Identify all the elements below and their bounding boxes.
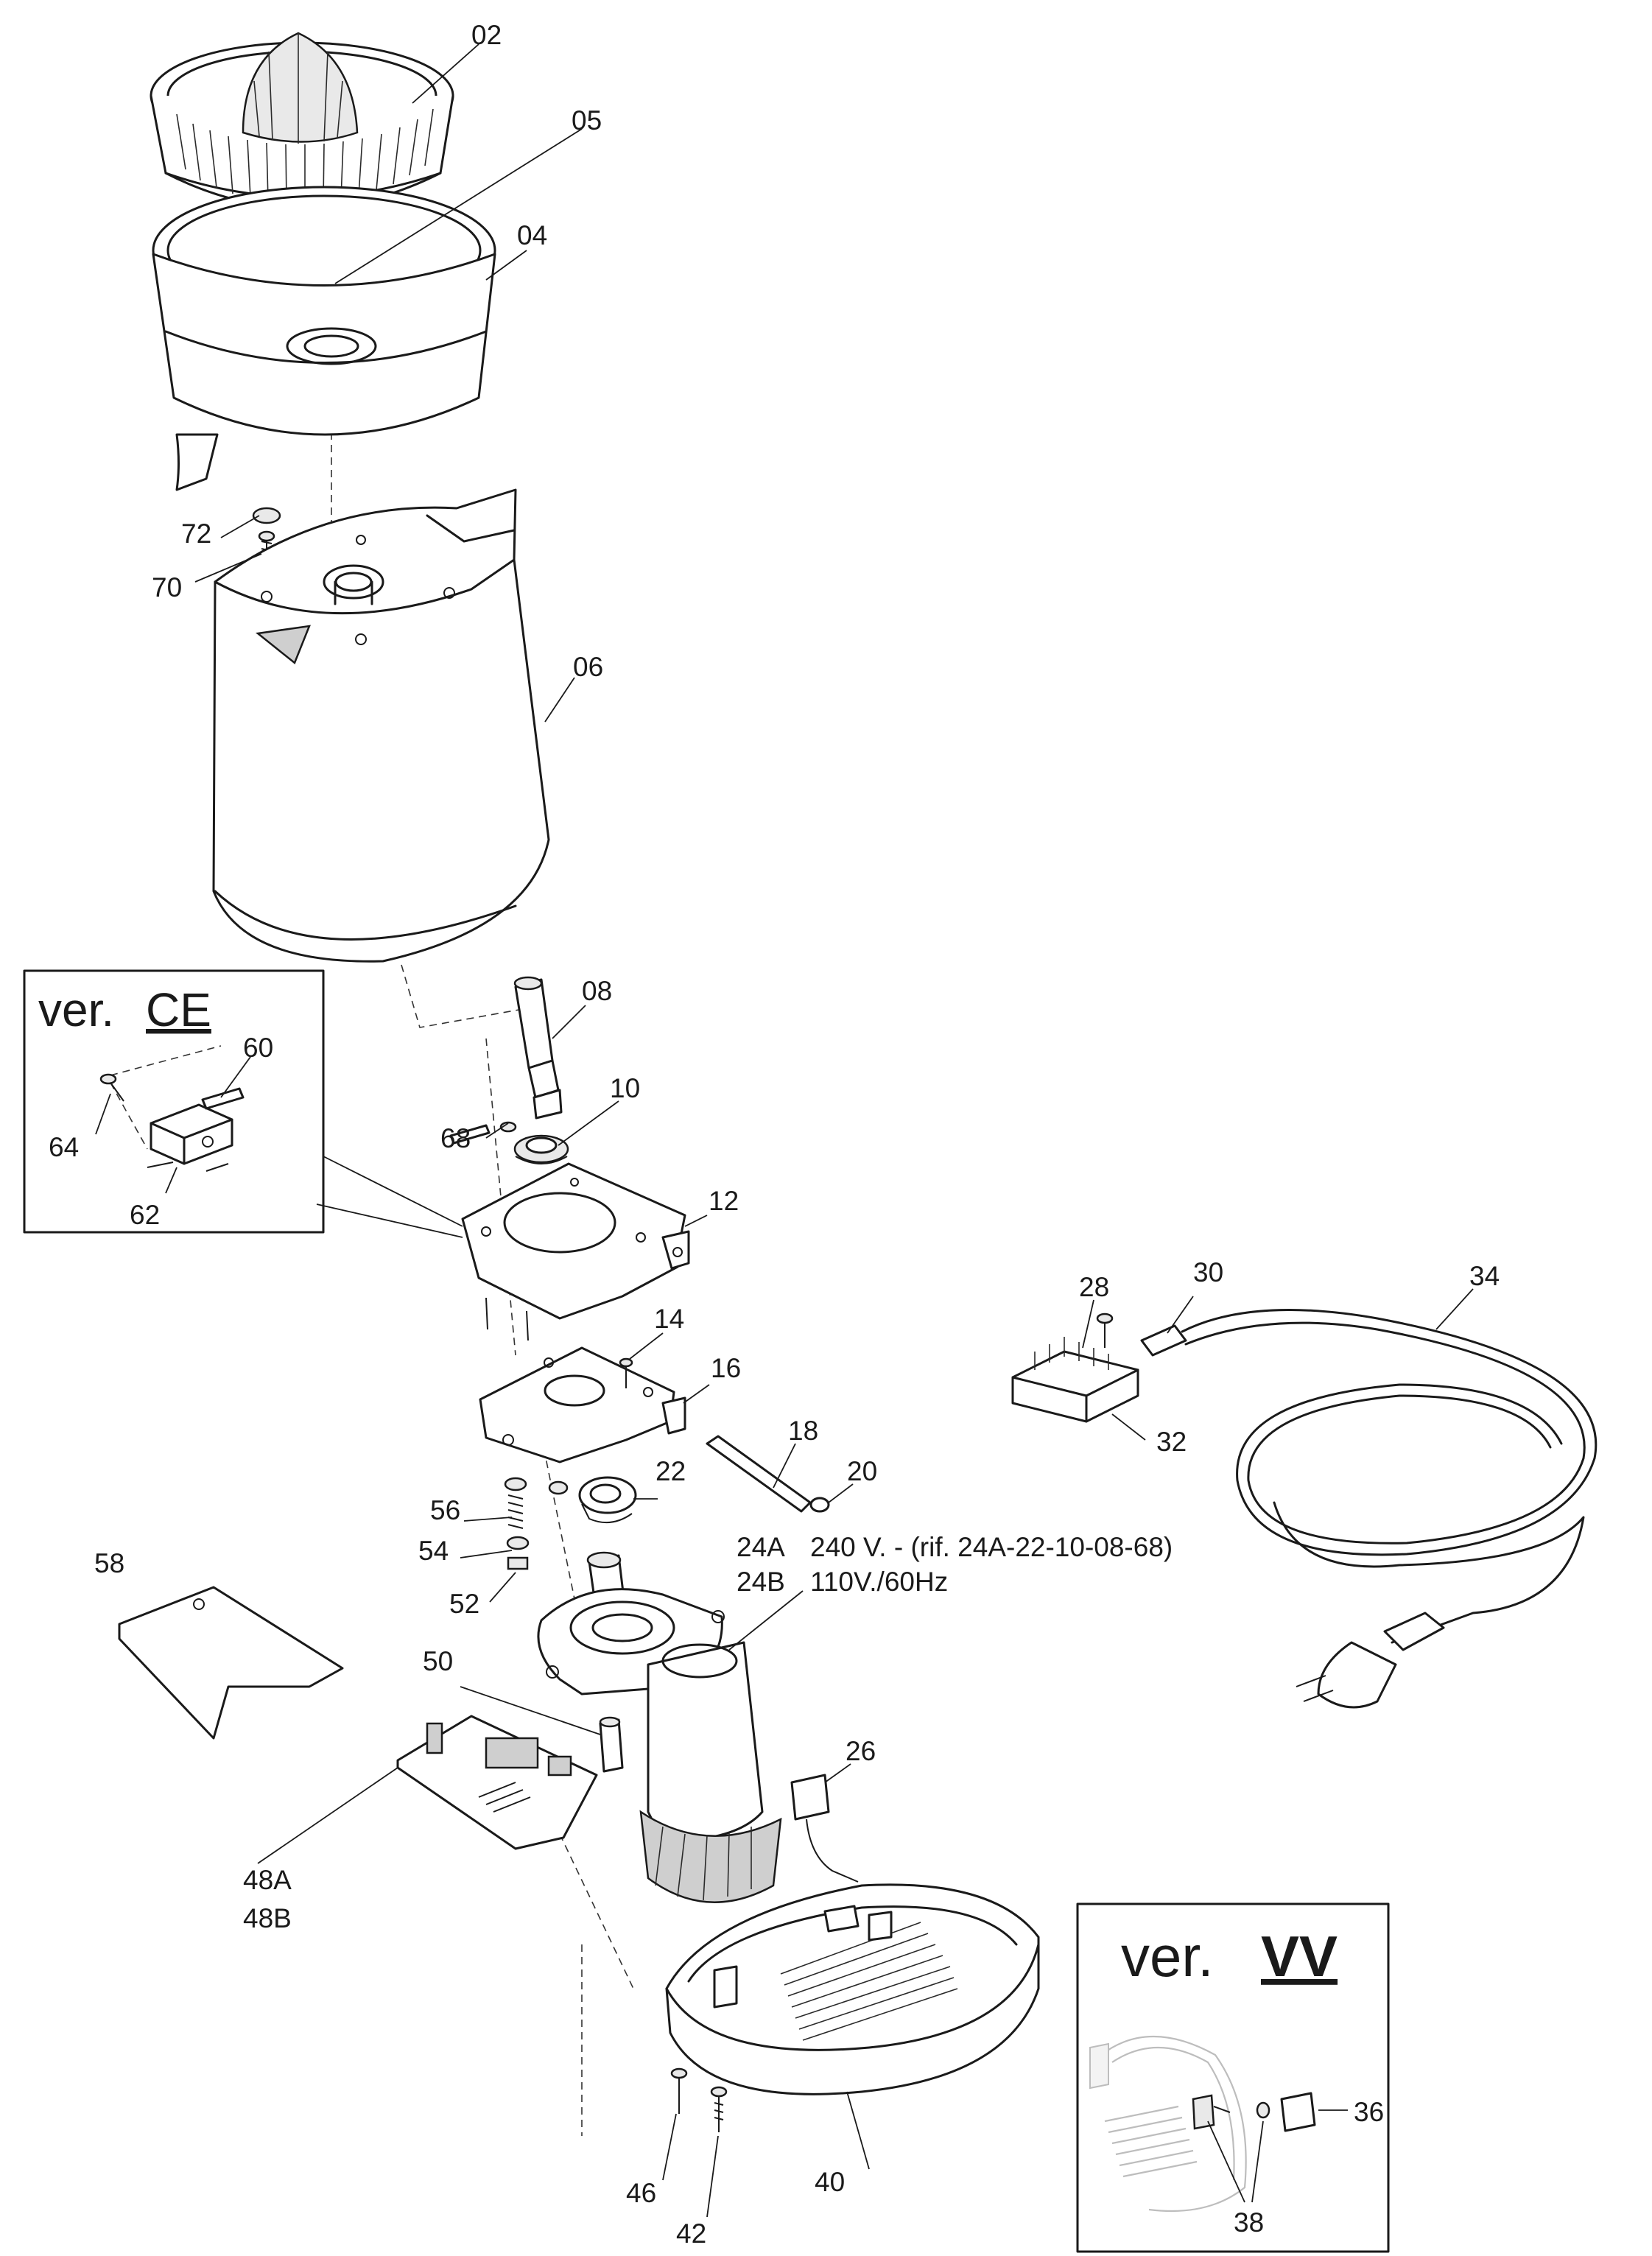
inset-titles: ver. CE ver. VV	[38, 983, 1338, 1989]
callout-38: 38	[1234, 2207, 1264, 2238]
inset-ce-prefix: ver.	[38, 983, 114, 1036]
inset-ver-vv	[1076, 1902, 1390, 2253]
callout-40: 40	[815, 2167, 845, 2197]
callout-16: 16	[711, 1353, 741, 1383]
base-part-40	[665, 1883, 1040, 2095]
motor-variant-note: 24A 240 V. - (rif. 24A-22-10-08-68) 24B …	[737, 1532, 1173, 1597]
callout-22: 22	[655, 1456, 686, 1486]
insulating-sheet-part-58	[118, 1586, 344, 1740]
screws-parts-46-42	[670, 2067, 728, 2132]
motor-note-text-24a: 240 V. - (rif. 24A-22-10-08-68)	[810, 1532, 1173, 1562]
callout-30: 30	[1193, 1257, 1223, 1287]
lower-plate-part-16	[479, 1346, 686, 1463]
callout-02: 02	[471, 20, 502, 50]
inset-ce-code: CE	[146, 983, 211, 1036]
spring-and-bearing-parts	[504, 1476, 637, 1570]
callout-26: 26	[846, 1736, 876, 1766]
callout-68: 68	[440, 1123, 471, 1153]
callout-72: 72	[181, 519, 211, 549]
callout-20: 20	[847, 1456, 877, 1486]
inset-vv-prefix: ver.	[1121, 1924, 1214, 1989]
motor-note-code-24b: 24B	[737, 1567, 785, 1597]
callout-70: 70	[152, 572, 182, 602]
rod-part-18	[706, 1435, 830, 1513]
callout-05: 05	[572, 105, 602, 136]
callout-62: 62	[130, 1200, 160, 1230]
circuit-board-part-48	[396, 1715, 598, 1850]
callout-54: 54	[418, 1536, 449, 1566]
juice-bowl-part-04	[152, 186, 496, 491]
motor-note-text-24b: 110V./60Hz	[810, 1567, 948, 1597]
inset-vv-code: VV	[1261, 1924, 1338, 1989]
callout-56: 56	[430, 1495, 460, 1525]
inset-ver-ce	[23, 969, 463, 1238]
power-cord-part-34	[1140, 1309, 1597, 1709]
capacitor-part-50	[599, 1716, 624, 1773]
callout-10: 10	[610, 1073, 640, 1103]
callout-60: 60	[243, 1033, 273, 1063]
pin-and-washer-parts-68-10	[449, 1121, 569, 1164]
callout-14: 14	[654, 1304, 684, 1334]
callout-50: 50	[423, 1646, 453, 1676]
callout-labels: 02 05 04 72 70 06 08 10 68 12 14 16 18 2…	[49, 20, 1500, 2249]
upper-plate-part-12	[461, 1162, 690, 1341]
callout-28: 28	[1079, 1272, 1109, 1302]
callout-46: 46	[626, 2178, 656, 2208]
motor-part-24	[537, 1551, 782, 1903]
callout-04: 04	[517, 220, 547, 250]
callout-32: 32	[1156, 1427, 1187, 1457]
callout-08: 08	[582, 976, 612, 1006]
callout-34: 34	[1469, 1261, 1500, 1291]
housing-part-06	[212, 488, 550, 963]
leader-lines	[95, 43, 1474, 2218]
callout-52: 52	[449, 1589, 479, 1619]
callout-58: 58	[94, 1548, 124, 1578]
callout-48a: 48A	[243, 1865, 292, 1895]
motor-note-code-24a: 24A	[737, 1532, 785, 1562]
reamer-part-02	[150, 32, 454, 209]
callout-12: 12	[709, 1186, 739, 1216]
callout-06: 06	[573, 652, 603, 682]
drive-shaft-part-08	[513, 976, 563, 1120]
callout-18: 18	[788, 1416, 818, 1446]
terminal-block-part-28-32	[1011, 1313, 1139, 1423]
callout-42: 42	[676, 2218, 706, 2249]
callout-64: 64	[49, 1132, 79, 1162]
connector-part-26	[790, 1774, 859, 1883]
callout-48b: 48B	[243, 1903, 292, 1933]
callout-36: 36	[1354, 2097, 1384, 2127]
